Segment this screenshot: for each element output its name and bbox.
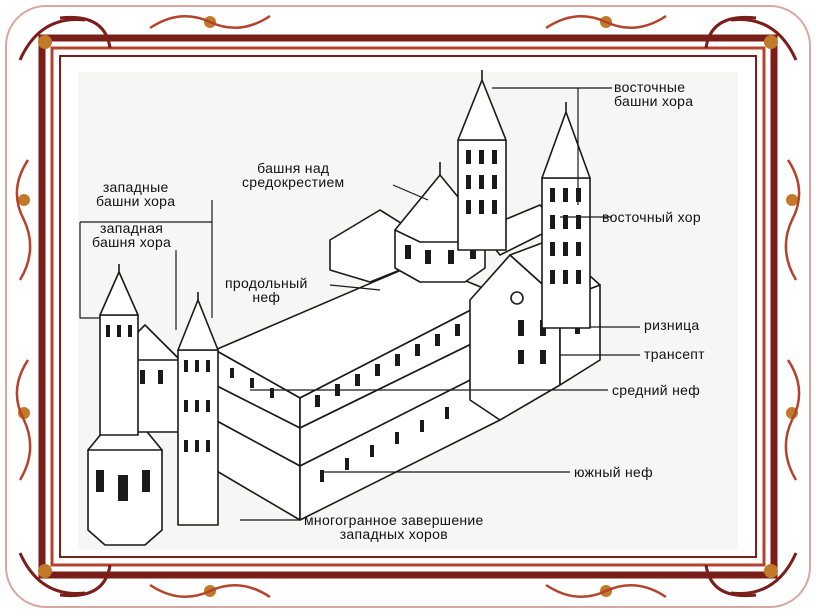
label-east-choir: восточный хор [602,209,701,225]
south-aisle [214,329,541,521]
west-tower-left [99,264,139,436]
east-tower-right [541,102,591,329]
label-transept: трансепт [644,346,705,362]
east-tower-left [457,70,507,251]
label-west-choir-towers: западные башни хора [96,179,176,209]
leader-lines [79,87,640,521]
label-sacristy: ризница [644,317,700,333]
label-longitudinal-nave: продольный неф [225,275,308,305]
label-crossing-tower: башня над средокрестием [242,160,345,190]
corner-scroll-icon [18,15,798,598]
label-middle-nave: средний неф [612,382,701,398]
label-south-nave: южный неф [574,464,653,480]
label-west-choir-tower: западная башня хора [92,220,172,250]
label-east-choir-towers: восточные башни хора [614,79,694,109]
nave-wall [214,294,501,429]
west-tower-right [177,292,219,526]
aisle-windows [320,407,449,482]
label-polygonal-ending: многогранное завершение западных хоров [304,512,484,542]
